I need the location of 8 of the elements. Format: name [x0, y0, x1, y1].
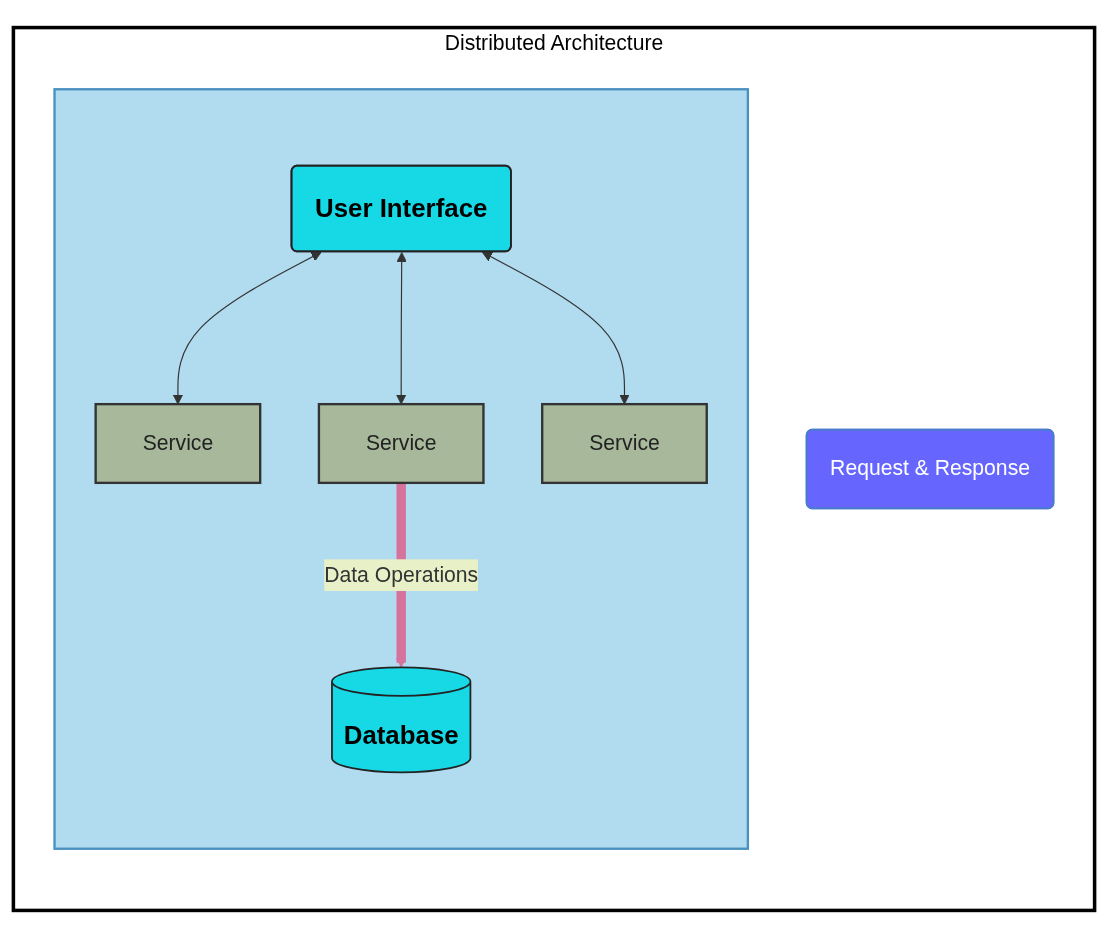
cluster [52, 88, 749, 850]
arrow [481, 251, 630, 405]
node-box: Service [93, 402, 261, 485]
arrow [172, 251, 322, 405]
node-box: Service [317, 402, 485, 485]
arrow [395, 252, 407, 405]
node-box: Service [540, 402, 708, 485]
edge-label: Data Operations [323, 562, 478, 587]
